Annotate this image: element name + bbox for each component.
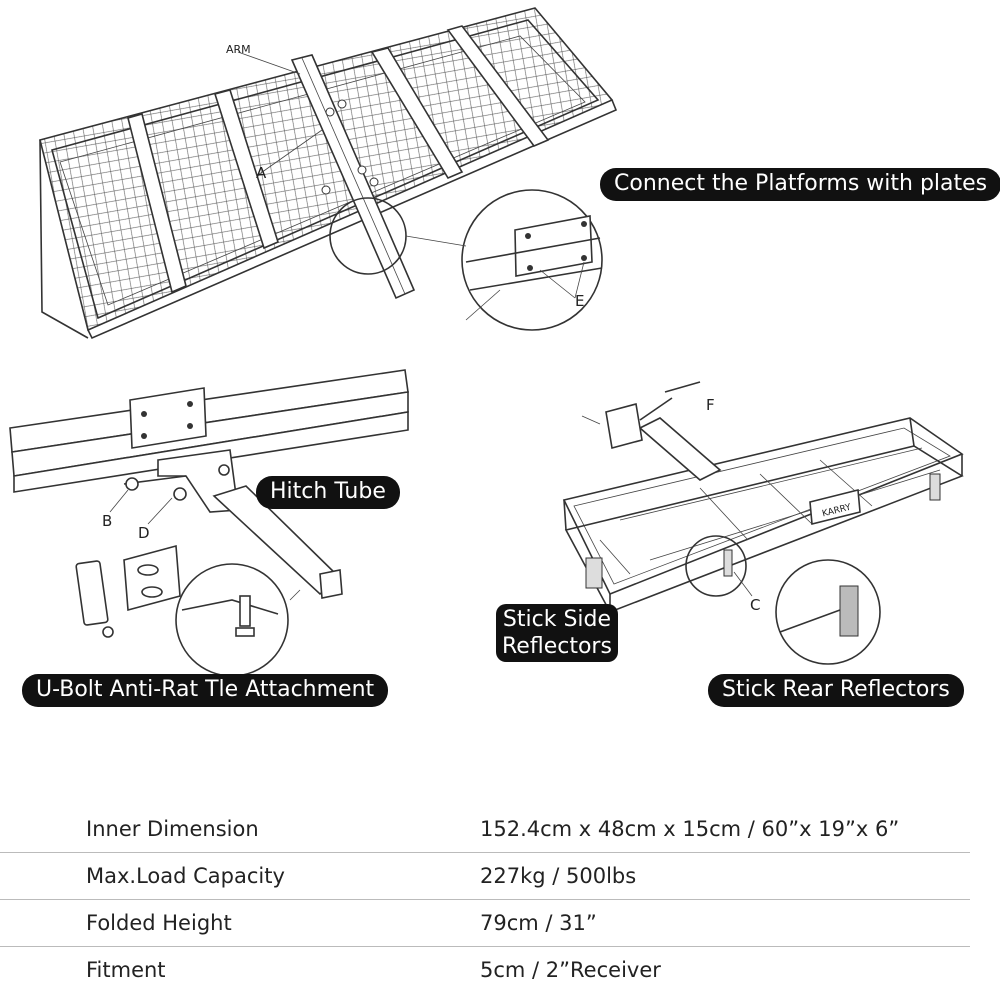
callout-d: D [138, 524, 150, 542]
label-side-reflectors-line2: Reflectors [502, 633, 612, 660]
spec-name: Inner Dimension [0, 806, 480, 853]
label-hitch-tube: Hitch Tube [256, 476, 400, 509]
spec-name: Fitment [0, 947, 480, 993]
label-side-reflectors-line1: Stick Side [502, 606, 612, 633]
table-row: Fitment 5cm / 2”Receiver [0, 947, 970, 993]
spec-name: Folded Height [0, 900, 480, 947]
callout-e: E [575, 292, 584, 310]
table-row: Max.Load Capacity 227kg / 500lbs [0, 853, 970, 900]
spec-value: 152.4cm x 48cm x 15cm / 60”x 19”x 6” [480, 806, 970, 853]
label-connect-platforms: Connect the Platforms with plates [600, 168, 1000, 201]
hitch-tube-drawing [10, 370, 408, 676]
table-row: Folded Height 79cm / 31” [0, 900, 970, 947]
carrier-overview-drawing [564, 382, 962, 664]
callout-arm: ARM [226, 43, 251, 56]
spec-value: 5cm / 2”Receiver [480, 947, 970, 993]
callout-c: C [750, 596, 760, 614]
spec-value: 227kg / 500lbs [480, 853, 970, 900]
specs-table: Inner Dimension 152.4cm x 48cm x 15cm / … [0, 806, 970, 993]
label-side-reflectors: Stick Side Reflectors [496, 604, 618, 662]
label-rear-reflectors: Stick Rear Reflectors [708, 674, 964, 707]
callout-a: A [256, 164, 266, 182]
cargo-basket-top [40, 8, 616, 338]
callout-b: B [102, 512, 112, 530]
spec-name: Max.Load Capacity [0, 853, 480, 900]
label-u-bolt: U-Bolt Anti-Rat Tle Attachment [22, 674, 388, 707]
spec-value: 79cm / 31” [480, 900, 970, 947]
table-row: Inner Dimension 152.4cm x 48cm x 15cm / … [0, 806, 970, 853]
callout-f: F [706, 396, 715, 414]
